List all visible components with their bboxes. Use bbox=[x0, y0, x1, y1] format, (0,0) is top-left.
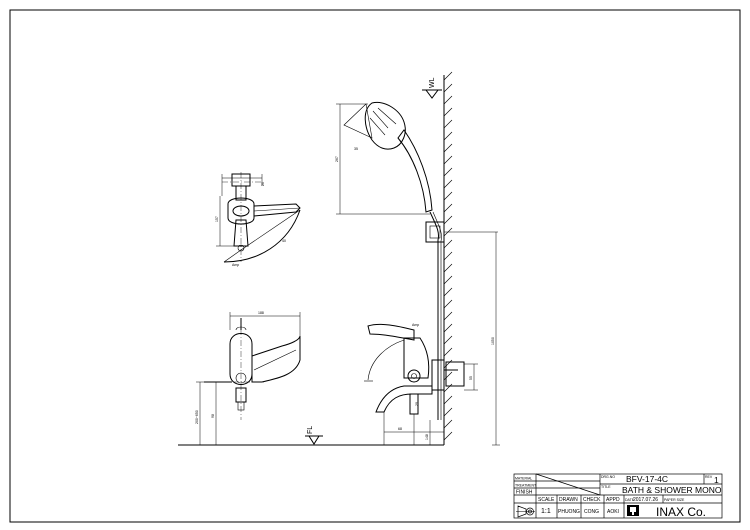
check-value: CONG bbox=[584, 509, 599, 515]
drawn-label: DRAWN bbox=[559, 497, 578, 503]
floor-level-marker: FL bbox=[305, 426, 323, 445]
shower-bracket bbox=[425, 221, 498, 243]
paper-size-label: PAPER SIZE bbox=[664, 498, 685, 502]
wall-line-label: WL bbox=[429, 77, 436, 88]
spout-height-value: 148 bbox=[425, 434, 429, 440]
title-label: TITLE bbox=[601, 485, 611, 489]
total-height-dimension: 1050 bbox=[491, 232, 500, 446]
scale-label: SCALE bbox=[538, 497, 555, 503]
handle-tag-left: Amp bbox=[232, 263, 239, 267]
date-value: 2017.07.26 bbox=[633, 497, 658, 503]
title-value: BATH & SHOWER MONO bbox=[622, 485, 722, 495]
title-block: MATERIAL TREATMENT FINISH DRG.NO BFV-17-… bbox=[513, 473, 723, 519]
drg-no-label: DRG.NO bbox=[601, 475, 615, 479]
small-bracket-value: 29 bbox=[415, 402, 419, 406]
mixer-side-view bbox=[204, 318, 301, 420]
bracket-dimension: 55 bbox=[464, 363, 478, 391]
scale-value: 1:1 bbox=[541, 508, 551, 515]
finish-label: FINISH bbox=[516, 490, 533, 496]
wall-line-marker: WL bbox=[422, 77, 442, 99]
swing-angle-value: 40 bbox=[282, 239, 286, 243]
projection-symbol-icon bbox=[516, 505, 535, 518]
date-label: DATE bbox=[625, 498, 635, 502]
treatment-label: TREATMENT bbox=[515, 484, 537, 488]
company-logo-icon bbox=[627, 505, 639, 516]
floor-level-label: FL bbox=[307, 426, 314, 434]
appd-label: APPD bbox=[606, 497, 620, 503]
check-label: CHECK bbox=[583, 497, 601, 503]
shower-head bbox=[343, 101, 442, 420]
handle-width-value: 98 bbox=[211, 414, 215, 418]
drg-no-value: BFV-17-4C bbox=[626, 474, 668, 484]
sheet-border bbox=[9, 9, 741, 523]
mixer-top-view: 40 Amp bbox=[222, 172, 301, 267]
handle-tag-right: Amp bbox=[412, 323, 419, 327]
rev-label: REV bbox=[705, 475, 713, 479]
head-height-dimension: 267 bbox=[335, 103, 430, 215]
drawn-value: PHUONG bbox=[558, 509, 580, 515]
spout-depth-value: 68 bbox=[398, 427, 402, 431]
company-name: INAX Co. bbox=[656, 505, 706, 519]
appd-value: AOKI bbox=[607, 509, 619, 515]
bracket-value: 55 bbox=[469, 376, 473, 380]
mixer-front-view: 29 Amp bbox=[364, 323, 465, 415]
body-height-value: 157 bbox=[215, 216, 219, 222]
side-view-dimensions: 188 200~650 98 bbox=[195, 311, 301, 445]
side-height-value: 200~650 bbox=[195, 410, 199, 424]
spray-angle-label: 35 bbox=[354, 147, 358, 151]
rev-value: 1 bbox=[714, 475, 719, 485]
top-view-dimensions: 20 157 bbox=[215, 174, 265, 247]
wall bbox=[443, 71, 453, 445]
side-width-value: 188 bbox=[258, 311, 264, 315]
head-height-value: 267 bbox=[335, 156, 339, 162]
handle-angle-value: 20 bbox=[261, 182, 265, 186]
material-label: MATERIAL bbox=[515, 477, 532, 481]
total-height-value: 1050 bbox=[491, 337, 495, 345]
spout-height-dimension: 68 148 bbox=[383, 412, 444, 445]
